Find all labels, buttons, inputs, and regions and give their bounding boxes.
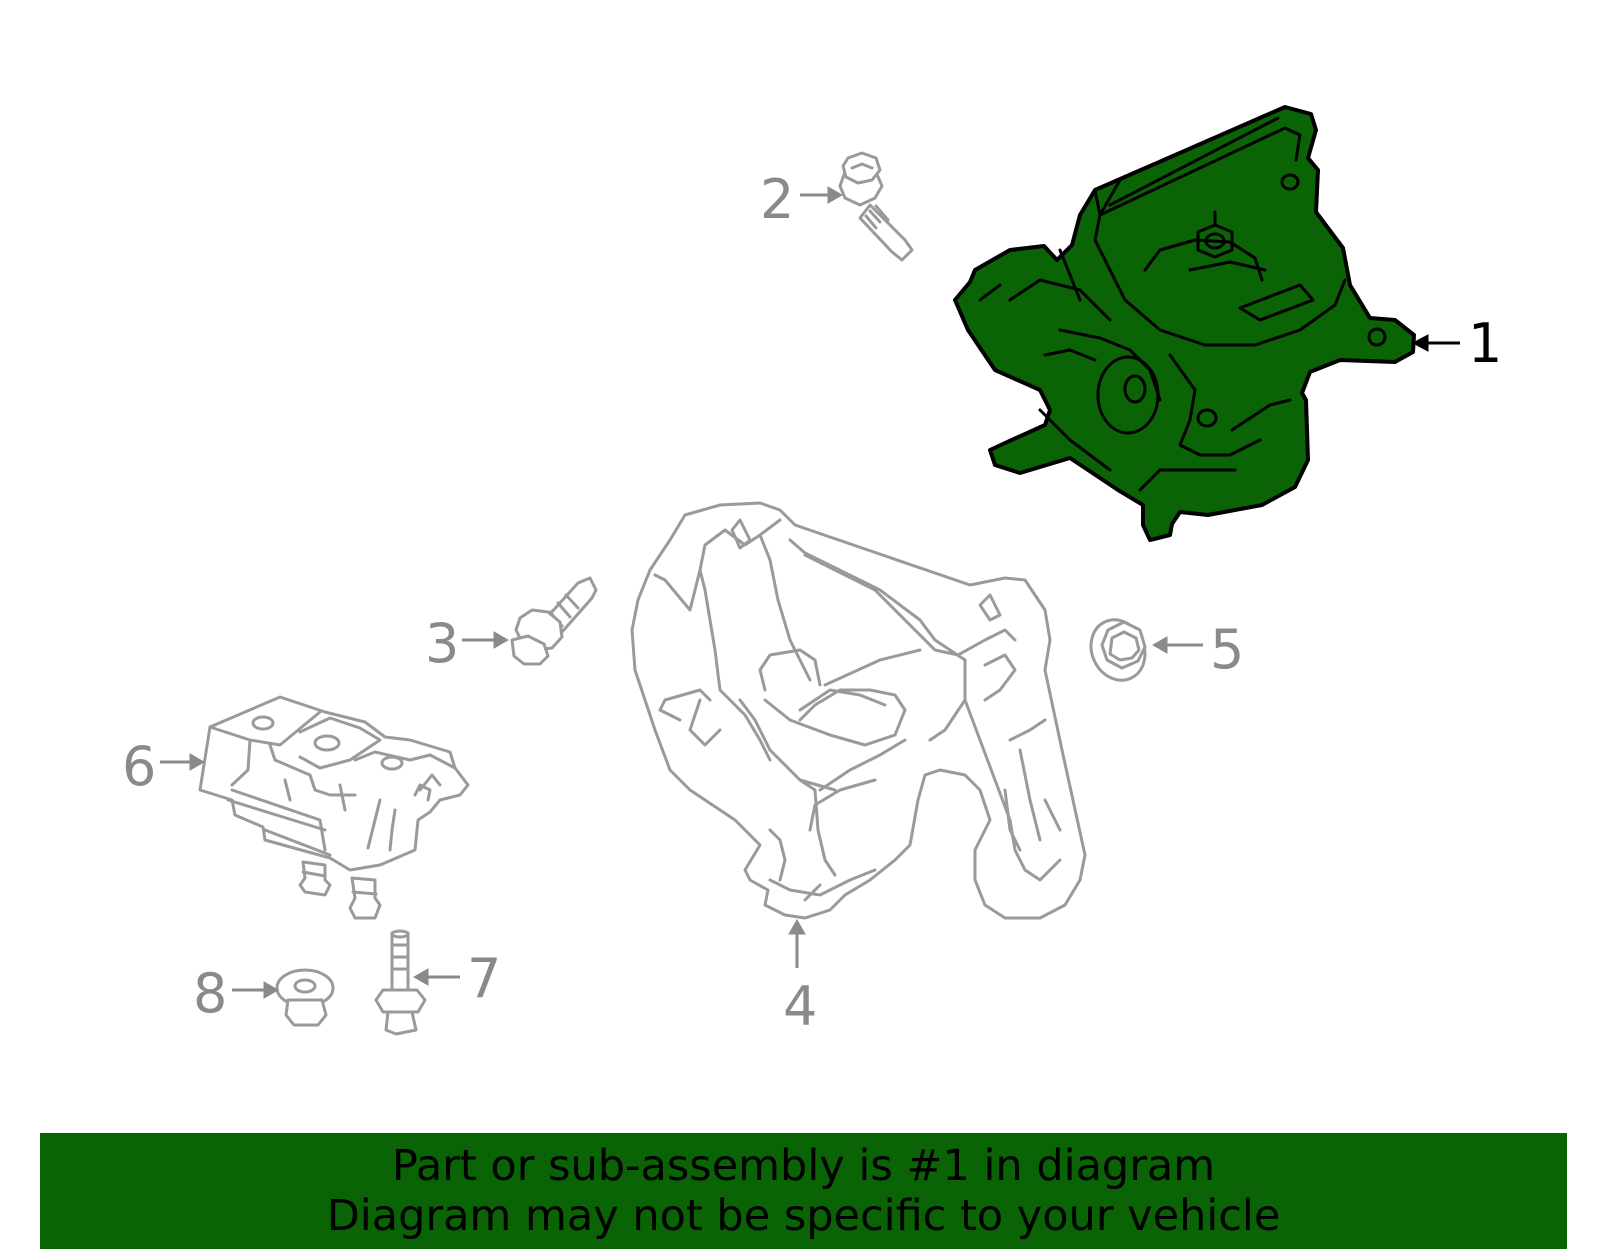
callout-2-arrow [800, 186, 844, 204]
part-6-transmission-mount[interactable] [198, 695, 470, 920]
part-5-nut[interactable] [1081, 611, 1154, 689]
callout-6[interactable]: 6 [122, 735, 206, 798]
callout-8-arrow [232, 981, 280, 999]
part-8-nut[interactable] [275, 968, 335, 1027]
callout-4[interactable]: 4 [783, 918, 817, 1038]
callout-4-number: 4 [783, 975, 817, 1038]
callout-7[interactable]: 7 [412, 947, 501, 1010]
callout-1-arrow [1411, 334, 1460, 352]
part-4-bracket[interactable] [630, 501, 1087, 920]
callout-5-arrow [1151, 636, 1203, 654]
callout-7-arrow [412, 968, 460, 986]
part-2-bolt[interactable] [838, 151, 914, 262]
callout-6-number: 6 [122, 735, 156, 798]
callout-2-number: 2 [760, 168, 794, 231]
part-7-stud[interactable] [374, 929, 427, 1036]
callout-2[interactable]: 2 [760, 168, 844, 231]
part-1-engine-mount[interactable] [953, 105, 1416, 542]
callout-5[interactable]: 5 [1151, 618, 1244, 681]
part-3-bolt[interactable] [510, 576, 598, 666]
callout-1-number: 1 [1468, 312, 1502, 375]
banner-line-1: Part or sub-assembly is #1 in diagram [391, 1141, 1216, 1191]
callout-4-arrow [788, 918, 806, 968]
callout-3-number: 3 [425, 612, 459, 675]
banner-line-2: Diagram may not be specific to your vehi… [326, 1191, 1281, 1241]
callout-8[interactable]: 8 [193, 962, 280, 1025]
callout-8-number: 8 [193, 962, 227, 1025]
callout-6-arrow [160, 753, 206, 771]
callout-1[interactable]: 1 [1411, 312, 1502, 375]
callout-5-number: 5 [1210, 618, 1244, 681]
callout-3[interactable]: 3 [425, 612, 510, 675]
callout-7-number: 7 [467, 947, 501, 1010]
callout-3-arrow [462, 631, 510, 649]
info-banner: Part or sub-assembly is #1 in diagram Di… [40, 1133, 1567, 1249]
